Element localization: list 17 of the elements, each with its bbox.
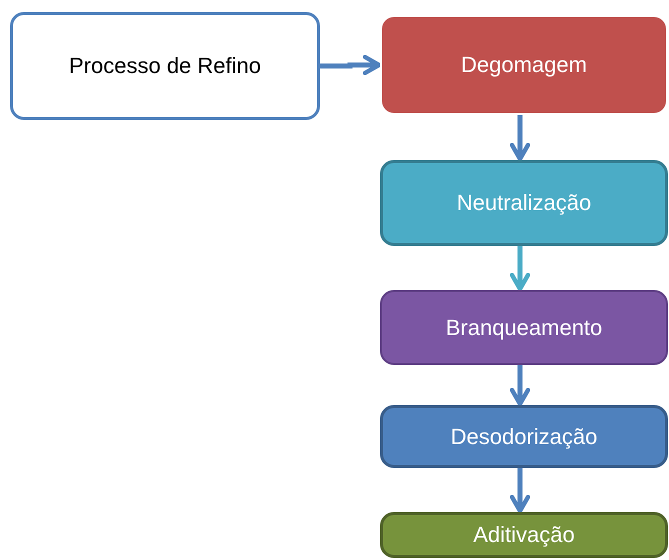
arrow [510,365,530,406]
process-box [380,290,668,365]
step-label: Processo de Refino [69,53,261,79]
process-box [380,405,668,468]
arrow [510,246,530,292]
arrow [510,468,530,514]
step-label: Aditivação [473,522,575,548]
arrow [320,54,382,76]
process-box [380,512,668,558]
step-label: Branqueamento [446,314,602,340]
step-label: Neutralização [456,190,592,216]
step-label: Desodorização [450,424,598,450]
start-box [10,12,320,120]
process-box [380,15,668,115]
process-box [380,160,668,246]
step-label: Degomagem [461,52,587,78]
arrow [510,115,530,162]
